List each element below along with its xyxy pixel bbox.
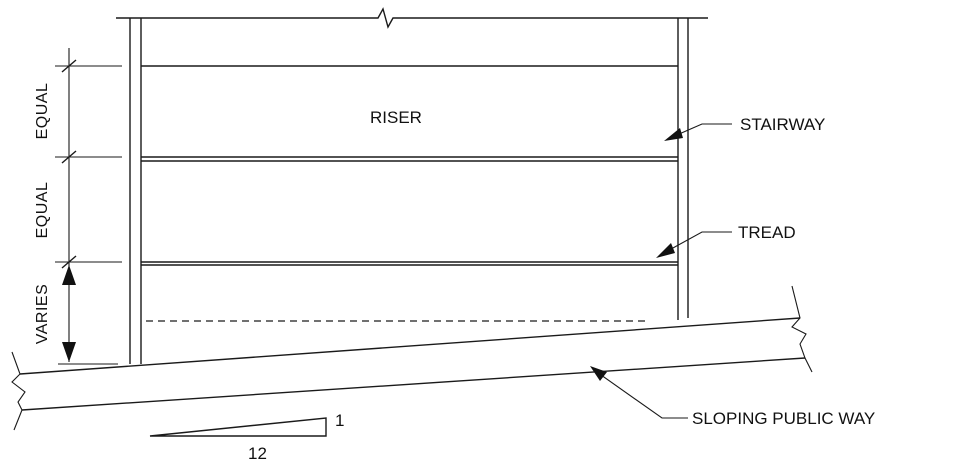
stairway-leader-arrow — [664, 128, 683, 141]
dim-label-varies: VARIES — [34, 284, 51, 345]
varies-arrow-down — [62, 342, 76, 362]
tick-top — [61, 59, 77, 73]
label-tread: TREAD — [738, 223, 796, 242]
dim-label-equal-top: EQUAL — [34, 83, 51, 140]
sloping-way-left-break — [11, 351, 26, 431]
sloping-way-top-edge — [19, 317, 801, 375]
label-stairway: STAIRWAY — [740, 115, 825, 134]
tick-lower — [61, 255, 77, 269]
sloping-way-bottom-edge — [21, 357, 806, 411]
label-sloping-public-way: SLOPING PUBLIC WAY — [692, 409, 875, 428]
tread-leader-arrow — [656, 243, 675, 258]
sloping-way-leader-arrow — [590, 366, 607, 381]
top-break-line — [116, 7, 708, 29]
sloping-way-leader — [593, 369, 688, 419]
varies-arrow-up — [62, 265, 76, 285]
tread-leader — [661, 231, 732, 255]
tick-middle — [61, 150, 77, 164]
sloping-way-right-break — [791, 285, 813, 373]
slope-run-label: 12 — [248, 444, 267, 463]
dim-label-equal-bottom: EQUAL — [34, 182, 51, 239]
slope-indicator-triangle — [149, 417, 327, 437]
label-riser: RISER — [370, 108, 422, 127]
slope-rise-label: 1 — [335, 411, 344, 430]
